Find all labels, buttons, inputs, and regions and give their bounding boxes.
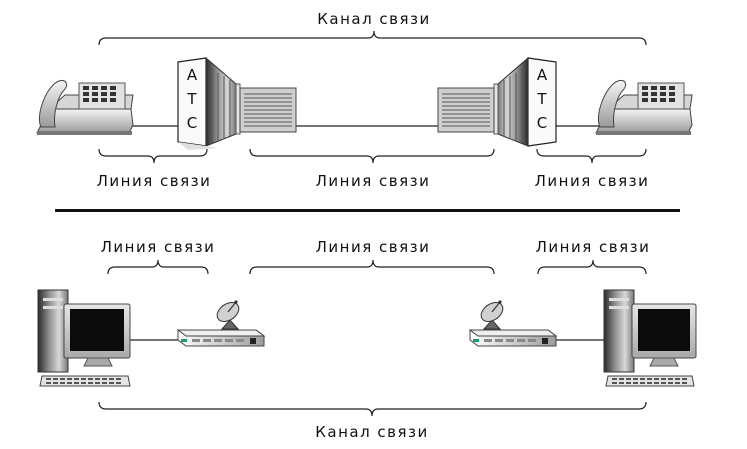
top-channel-brace (98, 30, 647, 46)
top-line-label-right: Линия связи (534, 172, 650, 190)
satellite-modem-icon (468, 300, 558, 347)
top-line-label-middle: Линия связи (315, 172, 431, 190)
telephone-icon (595, 80, 693, 135)
top-line-braces (98, 148, 647, 164)
top-line-label-left: Линия связи (96, 172, 212, 190)
top-channel-label: Канал связи (317, 10, 431, 28)
ats-letter-c: С (537, 114, 547, 132)
bottom-channel-label: Канал связи (315, 423, 429, 441)
computer-icon (603, 289, 697, 387)
ats-letter-t: Т (186, 90, 197, 108)
bottom-line-label-right: Линия связи (535, 238, 651, 256)
ats-letter-t: Т (536, 90, 547, 108)
ats-exchange-icon: А Т С (177, 56, 297, 150)
bottom-line-label-left: Линия связи (100, 238, 216, 256)
section-divider (55, 209, 680, 212)
bottom-channel-brace (98, 401, 647, 417)
satellite-dish-icon (216, 300, 240, 330)
ats-letter-a: А (537, 66, 548, 84)
telephone-icon (36, 80, 134, 135)
ats-letter-a: А (187, 66, 198, 84)
satellite-modem-icon (176, 300, 266, 347)
computer-icon (37, 289, 131, 387)
satellite-dish-icon (480, 300, 504, 330)
ats-exchange-icon (437, 56, 557, 147)
bottom-line-braces (107, 259, 647, 275)
ats-letter-c: С (187, 114, 197, 132)
bottom-line-label-middle: Линия связи (315, 238, 431, 256)
ats-letters-right: А Т С (536, 66, 547, 132)
